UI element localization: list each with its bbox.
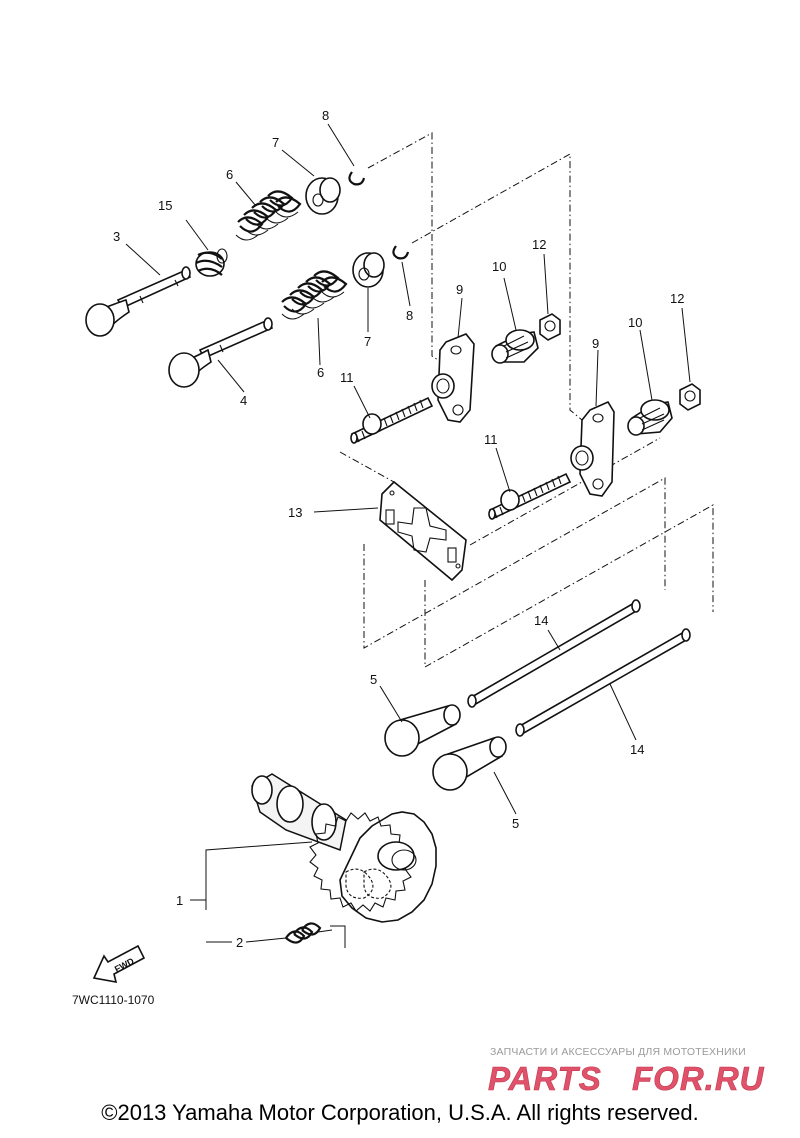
push-rod-lower: [515, 628, 691, 737]
callout-15: 15: [158, 198, 172, 213]
valve-spring-upper: [235, 190, 302, 241]
callout-11a: 11: [340, 370, 354, 385]
watermark-brand-right: FOR.RU: [632, 1060, 765, 1097]
spring-retainer-upper: [305, 177, 341, 215]
callout-2: 2: [236, 935, 243, 950]
copyright-notice: ©2013 Yamaha Motor Corporation, U.S.A. A…: [101, 1100, 699, 1125]
callout-5a: 5: [370, 672, 377, 687]
rocker-stud-left: [350, 396, 434, 444]
callout-11b: 11: [484, 432, 498, 447]
callout-5b: 5: [512, 816, 519, 831]
callout-14a: 14: [534, 613, 548, 628]
forward-direction-arrow: FWD: [92, 944, 146, 984]
valve-collet-lower: [392, 245, 410, 260]
valve-lifter-upper: [384, 704, 461, 757]
leader-lines: [125, 123, 691, 943]
callout-10a: 10: [492, 259, 506, 274]
exhaust-valve: [168, 317, 274, 388]
rocker-pivot-left: [491, 329, 539, 364]
callout-14b: 14: [630, 742, 644, 757]
valve-spring-lower: [281, 270, 348, 320]
watermark: ЗАПЧАСТИ И АКСЕССУАРЫ ДЛЯ МОТОТЕХНИКИ PA…: [488, 1046, 765, 1097]
callout-8a: 8: [322, 108, 329, 123]
callout-13: 13: [288, 505, 302, 520]
pushrod-guide-plate: [379, 480, 467, 582]
watermark-brand-left: PARTS: [488, 1060, 602, 1097]
intake-valve: [85, 266, 192, 337]
pivot-nut-left: [539, 313, 561, 341]
decompression-spring: [285, 922, 333, 944]
push-rod-upper: [467, 599, 641, 708]
callout-1: 1: [176, 893, 183, 908]
exploded-parts-diagram: 1 2 3 4 5 5 6 6 7 7 8 8 9 9 10 10 11 11 …: [72, 108, 765, 1097]
valve-stem-seal: [195, 248, 228, 277]
assembly-guide-lines: [330, 132, 714, 948]
callout-3: 3: [113, 229, 120, 244]
callout-12b: 12: [670, 291, 684, 306]
rocker-arm-left: [431, 333, 475, 423]
callout-labels: 1 2 3 4 5 5 6 6 7 7 8 8 9 9 10 10 11 11 …: [113, 108, 684, 950]
valve-lifter-lower: [432, 736, 507, 791]
valve-collet-upper: [348, 171, 366, 186]
callout-9b: 9: [592, 336, 599, 351]
callout-6a: 6: [226, 167, 233, 182]
diagram-code: 7WC1110-1070: [72, 993, 155, 1007]
callout-6b: 6: [317, 365, 324, 380]
callout-12a: 12: [532, 237, 546, 252]
rocker-stud-right: [488, 472, 572, 520]
callout-7b: 7: [364, 334, 371, 349]
camshaft-assembly: [251, 773, 437, 923]
watermark-tagline: ЗАПЧАСТИ И АКСЕССУАРЫ ДЛЯ МОТОТЕХНИКИ: [490, 1046, 746, 1058]
callout-8b: 8: [406, 308, 413, 323]
callout-9a: 9: [456, 282, 463, 297]
rocker-arm-right: [570, 400, 615, 497]
pivot-nut-right: [679, 383, 701, 411]
callout-4: 4: [240, 393, 247, 408]
rocker-pivot-right: [627, 399, 673, 436]
callout-7a: 7: [272, 135, 279, 150]
spring-retainer-lower: [352, 252, 385, 288]
callout-10b: 10: [628, 315, 642, 330]
